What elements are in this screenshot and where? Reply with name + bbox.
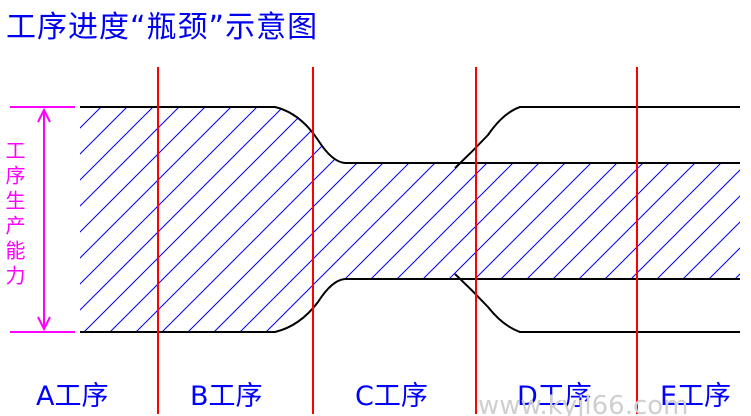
watermark: www.kyjl66.com <box>478 391 689 416</box>
capacity-region-right <box>475 163 740 279</box>
stage-label-a: A工序 <box>36 381 108 412</box>
stage-label-c: C工序 <box>355 381 428 412</box>
stage-label-d: D工序 <box>517 381 592 412</box>
capacity-dimension <box>10 106 75 333</box>
outline-upper <box>80 106 740 164</box>
outline-d-upper-flare <box>454 106 740 169</box>
arrow-down-icon <box>37 316 51 332</box>
stage-label-e: E工序 <box>660 381 731 412</box>
outline-lower <box>80 278 740 333</box>
stage-dividers <box>157 67 638 414</box>
stage-label-b: B工序 <box>190 381 263 412</box>
capacity-region-left <box>80 107 475 332</box>
arrow-up-icon <box>37 107 51 123</box>
diagram-title: 工序进度“瓶颈”示意图 <box>6 10 319 45</box>
outline-d-lower-flare <box>454 273 740 333</box>
capacity-label: 工序生产能力 <box>2 140 26 290</box>
capacity-label-bg <box>2 136 26 302</box>
capacity-outline <box>80 106 740 333</box>
